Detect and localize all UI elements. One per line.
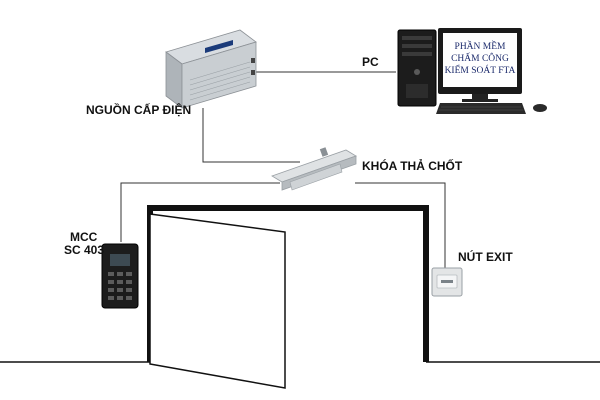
monitor-line-2: CHẤM CÔNG (451, 54, 509, 64)
connection-wires (120, 71, 446, 268)
power-supply-logo (205, 39, 233, 53)
wire-lock-to-reader (120, 182, 280, 242)
door-leaf (149, 213, 286, 389)
monitor-screen-text: PHẦN MỀM CHẤM CÔNG KIỂM SOÁT FTA (443, 41, 517, 77)
label-reader-line-1: MCC (70, 230, 98, 244)
pc-keyboard (436, 103, 526, 114)
power-supply-box (165, 29, 257, 109)
card-reader-device (101, 243, 139, 309)
monitor-line-3: KIỂM SOÁT FTA (444, 66, 516, 76)
exit-button-device (431, 267, 463, 297)
label-reader-line-2: SC 403 (64, 243, 105, 257)
label-pc: PC (362, 55, 379, 69)
pc-mouse (533, 104, 547, 112)
label-lock: KHÓA THẢ CHỐT (362, 159, 463, 173)
electric-lock (271, 147, 357, 191)
wire-power-to-lock (202, 108, 300, 163)
wire-lock-to-exit (355, 182, 446, 268)
monitor-line-1: PHẦN MỀM (454, 42, 506, 52)
monitor-screen (443, 33, 517, 87)
pc-monitor (438, 28, 522, 102)
pc-tower (397, 29, 437, 107)
label-power-supply: NGUỒN CẤP ĐIỆN (86, 103, 192, 117)
card-reader-display (110, 254, 130, 266)
label-exit-button: NÚT EXIT (458, 250, 513, 264)
